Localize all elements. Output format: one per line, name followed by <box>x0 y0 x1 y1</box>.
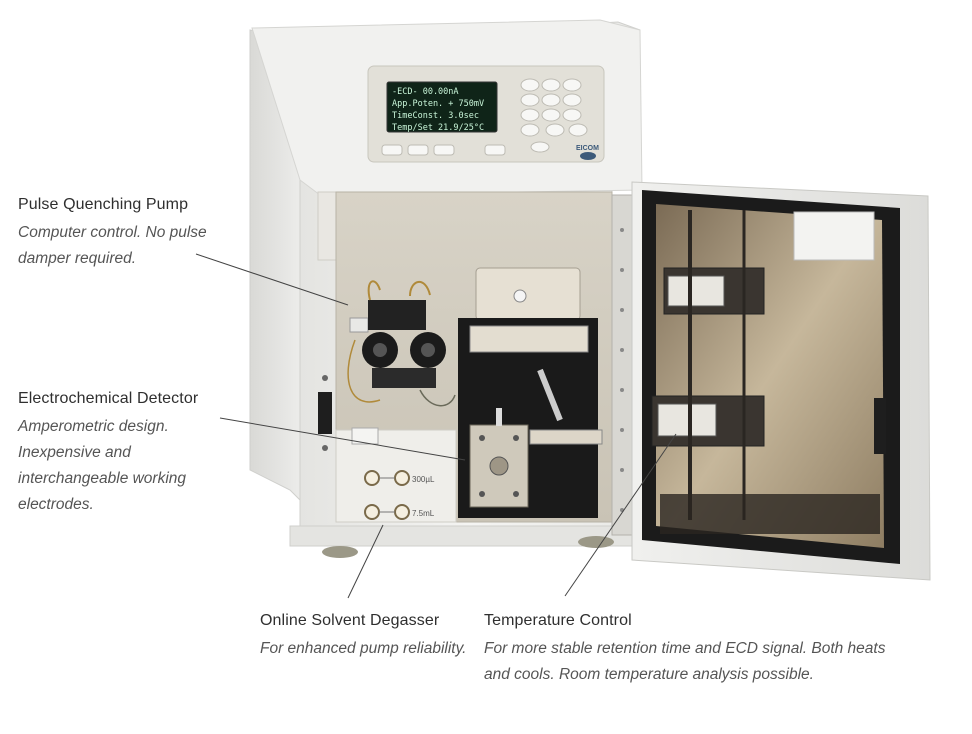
leader-line-degasser <box>347 524 384 599</box>
brand-logo-text: EICOM <box>576 145 599 152</box>
callout-pump: Pulse Quenching Pump Computer control. N… <box>18 196 238 272</box>
detector-cover <box>475 267 581 321</box>
callout-degasser: Online Solvent Degasser For enhanced pum… <box>260 612 480 662</box>
callout-temperature-description: For more stable retention time and ECD s… <box>484 640 886 683</box>
callout-detector-description: Amperometric design. Inexpensive and int… <box>18 418 187 513</box>
column-clamp-bottom <box>651 395 765 447</box>
power-switch[interactable] <box>318 392 332 434</box>
lcd-screen <box>386 81 498 133</box>
pulse-quenching-pump <box>347 280 456 407</box>
foot-right <box>578 536 614 548</box>
door-hinge <box>611 194 633 536</box>
column-clamp-top <box>663 267 765 315</box>
callout-temperature: Temperature Control For more stable rete… <box>484 612 904 688</box>
lcd-line-3: TimeConst. 3.0sec <box>392 111 479 121</box>
leader-line-temperature <box>564 433 677 597</box>
callout-pump-title: Pulse Quenching Pump <box>18 196 189 213</box>
brand-logo-mark <box>580 152 596 160</box>
tube-connector <box>351 427 379 445</box>
electrochemical-detector-cell <box>469 408 529 508</box>
lcd-line-1: -ECD- 00.00nA <box>392 87 459 97</box>
port-label-top: 300µL <box>412 475 435 484</box>
port-label-bottom: 7.5mL <box>412 509 435 518</box>
callout-degasser-description: For enhanced pump reliability. <box>260 640 467 657</box>
callout-temperature-title: Temperature Control <box>484 612 632 629</box>
lcd-line-4: Temp/Set 21.9/25°C <box>392 123 484 133</box>
leader-line-detector <box>219 417 466 461</box>
lcd-line-2: App.Poten. + 750mV <box>392 99 484 109</box>
door-shelf <box>660 494 880 534</box>
callout-detector: Electrochemical Detector Amperometric de… <box>18 390 218 518</box>
callout-detector-title: Electrochemical Detector <box>18 390 199 407</box>
callout-pump-description: Computer control. No pulse damper requir… <box>18 224 207 267</box>
callout-degasser-title: Online Solvent Degasser <box>260 612 440 629</box>
foot-left <box>322 546 358 558</box>
door-vent <box>793 211 875 261</box>
door-latch[interactable] <box>874 398 886 454</box>
leader-line-pump <box>195 253 349 306</box>
keypad <box>381 78 588 156</box>
degasser-ports <box>364 470 410 520</box>
